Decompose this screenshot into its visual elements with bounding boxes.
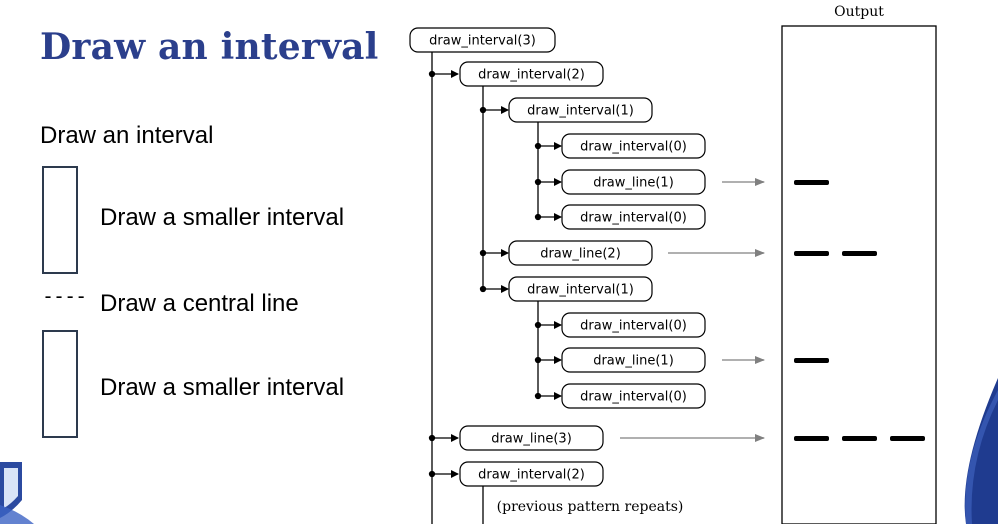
central-line-dashes: ---- — [42, 284, 87, 308]
output-tick-3a — [794, 436, 829, 441]
call-arrows — [428, 70, 562, 478]
output-tick-3c — [890, 436, 925, 441]
call-tree-connectors — [431, 52, 539, 524]
node-draw-interval-1: draw_interval(1) — [508, 276, 653, 302]
smaller-interval-box-1 — [42, 166, 78, 274]
call-nodes: draw_interval(3) draw_interval(2) draw_i… — [409, 27, 706, 487]
svg-text:draw_interval(0): draw_interval(0) — [580, 390, 687, 405]
svg-text:draw_line(3): draw_line(3) — [491, 432, 572, 447]
output-tick-2b — [842, 251, 877, 256]
svg-text:draw_interval(2): draw_interval(2) — [478, 468, 585, 483]
node-draw-interval-0: draw_interval(0) — [561, 383, 706, 409]
node-draw-line-2: draw_line(2) — [508, 240, 653, 266]
step-draw-smaller-interval-1: Draw a smaller interval — [100, 204, 345, 231]
output-tick-1 — [794, 180, 829, 185]
node-draw-line-1: draw_line(1) — [561, 347, 706, 373]
corner-accent-highlight — [965, 390, 998, 524]
svg-text:draw_interval(0): draw_interval(0) — [580, 319, 687, 334]
svg-text:draw_interval(0): draw_interval(0) — [580, 211, 687, 226]
node-draw-interval-3: draw_interval(3) — [409, 27, 556, 53]
node-draw-line-3: draw_line(3) — [459, 425, 604, 451]
previous-pattern-note: (previous pattern repeats) — [497, 499, 684, 515]
svg-text:draw_interval(0): draw_interval(0) — [580, 140, 687, 155]
step-draw-central-line: Draw a central line — [100, 290, 299, 317]
svg-text:draw_line(1): draw_line(1) — [593, 354, 674, 369]
university-logo-icon — [0, 462, 34, 524]
svg-text:draw_interval(2): draw_interval(2) — [478, 68, 585, 83]
step-draw-interval: Draw an interval — [40, 122, 214, 149]
output-tick-2a — [794, 251, 829, 256]
svg-text:draw_line(1): draw_line(1) — [593, 176, 674, 191]
slide-title: Draw an interval — [40, 26, 379, 68]
smaller-interval-box-2 — [42, 330, 78, 438]
node-draw-line-1: draw_line(1) — [561, 169, 706, 195]
output-tick-3b — [842, 436, 877, 441]
node-draw-interval-0: draw_interval(0) — [561, 312, 706, 338]
output-tick-1b — [794, 358, 829, 363]
output-title: Output — [834, 4, 884, 20]
node-draw-interval-2: draw_interval(2) — [459, 61, 604, 87]
output-tick-marks — [794, 180, 925, 441]
svg-text:draw_line(2): draw_line(2) — [540, 247, 621, 262]
svg-text:draw_interval(1): draw_interval(1) — [527, 104, 634, 119]
svg-text:draw_interval(1): draw_interval(1) — [527, 283, 634, 298]
node-draw-interval-2: draw_interval(2) — [459, 461, 604, 487]
output-arrows — [620, 178, 765, 442]
node-draw-interval-0: draw_interval(0) — [561, 204, 706, 230]
node-draw-interval-1: draw_interval(1) — [508, 97, 653, 123]
output-panel — [781, 25, 937, 524]
svg-text:draw_interval(3): draw_interval(3) — [429, 34, 536, 49]
step-draw-smaller-interval-2: Draw a smaller interval — [100, 374, 345, 401]
node-draw-interval-0: draw_interval(0) — [561, 133, 706, 159]
